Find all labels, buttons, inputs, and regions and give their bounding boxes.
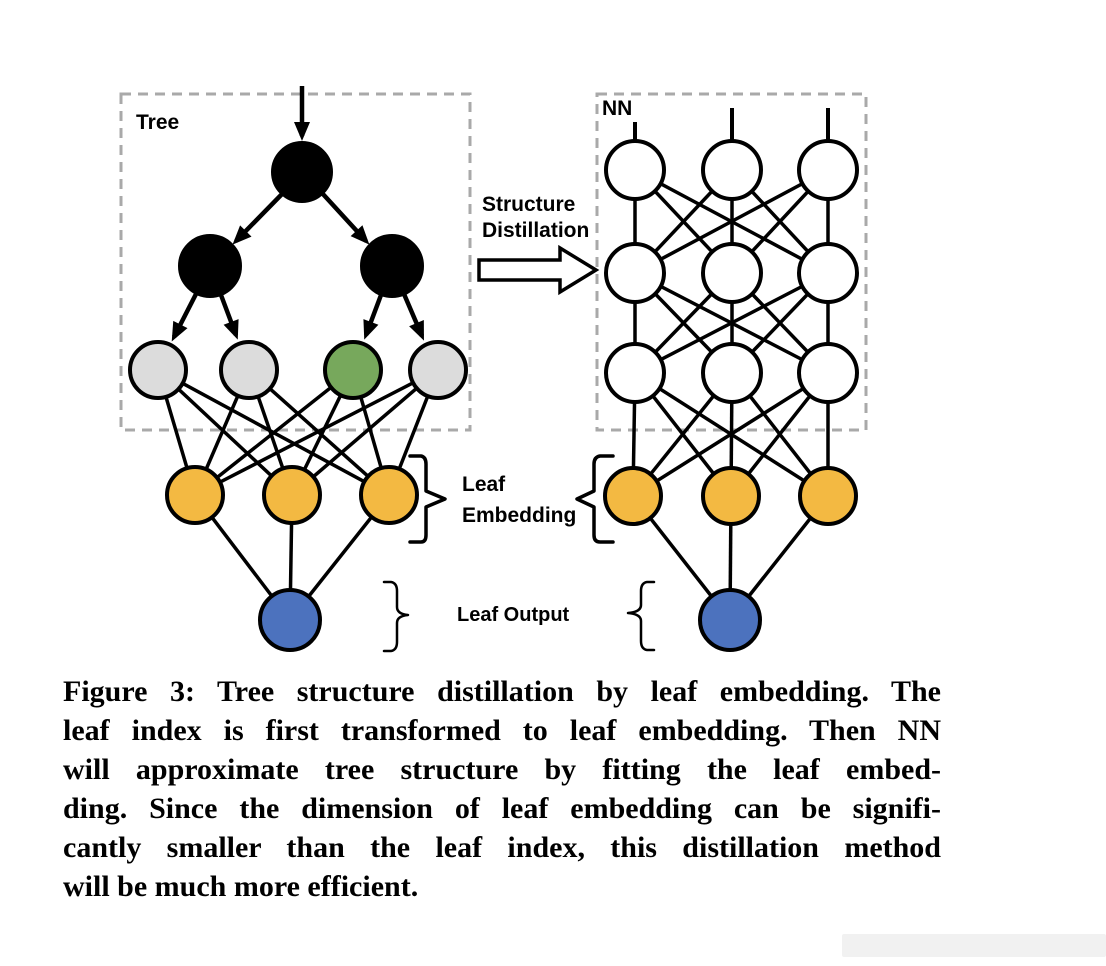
caption-line: leaf index is first transformed to leaf … bbox=[63, 714, 941, 747]
leaf-output-nodes bbox=[258, 588, 762, 652]
distillation-block-arrow-icon bbox=[477, 244, 600, 296]
leaf-embedding-label: Leaf Embedding bbox=[462, 469, 576, 531]
leaf-embedding-label-line1: Leaf bbox=[462, 473, 506, 496]
nn-node-r2c2 bbox=[701, 242, 763, 304]
right-embedding-brace bbox=[575, 454, 615, 544]
nn-node-r2c1 bbox=[604, 242, 666, 304]
tree-leaf-nodes bbox=[128, 340, 468, 400]
tree-internal-node-left bbox=[178, 234, 242, 298]
leaf-embedding-nodes bbox=[165, 465, 858, 526]
tree-internal-nodes bbox=[178, 141, 424, 298]
right-embedding-node-3 bbox=[798, 466, 858, 526]
nn-node-r1c2 bbox=[701, 139, 763, 201]
caption-line: ding. Since the dimension of leaf embedd… bbox=[63, 792, 941, 825]
right-output-node bbox=[698, 588, 762, 652]
left-embedding-node-1 bbox=[165, 465, 225, 525]
right-embedding-node-2 bbox=[701, 466, 761, 526]
left-embedding-node-2 bbox=[262, 465, 322, 525]
tree-edges bbox=[171, 86, 425, 342]
leaf-embedding-label-line2: Embedding bbox=[462, 504, 577, 527]
nn-panel-label: NN bbox=[602, 97, 633, 120]
nn-node-r1c1 bbox=[604, 139, 666, 201]
nn-node-r3c1 bbox=[604, 342, 666, 404]
tree-leaf-node-4 bbox=[408, 340, 468, 400]
structure-distillation-label-line1: Structure bbox=[482, 193, 576, 216]
right-embedding-node-1 bbox=[603, 466, 663, 526]
left-embedding-brace bbox=[408, 454, 447, 544]
caption-line: will be much more efficient. bbox=[63, 870, 419, 903]
diagram-canvas bbox=[119, 86, 868, 653]
structure-distillation-label-line2: Distillation bbox=[482, 219, 590, 242]
nn-node-r2c3 bbox=[797, 242, 859, 304]
nn-node-r3c3 bbox=[797, 342, 859, 404]
leaf-output-label: Leaf Output bbox=[457, 604, 570, 626]
tree-internal-node-right bbox=[360, 234, 424, 298]
left-output-node bbox=[258, 588, 322, 652]
tree-panel-box bbox=[119, 92, 472, 432]
figure-caption: Figure 3: Tree structure distillation by… bbox=[63, 672, 941, 906]
horizontal-scrollbar-thumb[interactable] bbox=[842, 934, 1106, 957]
structure-distillation-label: Structure Distillation bbox=[482, 192, 589, 244]
tree-leaf-node-2 bbox=[219, 340, 279, 400]
tree-panel-label: Tree bbox=[136, 111, 180, 134]
braces bbox=[382, 454, 656, 653]
nn-node-r3c2 bbox=[701, 342, 763, 404]
distillation-diagram: Tree NN Structure Distillation Leaf Embe… bbox=[119, 86, 868, 653]
tree-leaf-node-3-selected bbox=[323, 340, 383, 400]
right-output-brace bbox=[626, 580, 656, 652]
nn-node-r1c3 bbox=[797, 139, 859, 201]
caption-line: cantly smaller than the leaf index, this… bbox=[63, 831, 941, 864]
nn-nodes bbox=[604, 139, 859, 404]
left-embedding-node-3 bbox=[359, 465, 419, 525]
tree-leaf-node-1 bbox=[128, 340, 188, 400]
left-output-brace bbox=[382, 580, 410, 653]
caption-line: will approximate tree structure by fitti… bbox=[63, 753, 941, 786]
tree-root-node bbox=[271, 141, 333, 203]
nn-input-stubs bbox=[633, 108, 830, 142]
caption-line: Figure 3: Tree structure distillation by… bbox=[63, 675, 941, 708]
